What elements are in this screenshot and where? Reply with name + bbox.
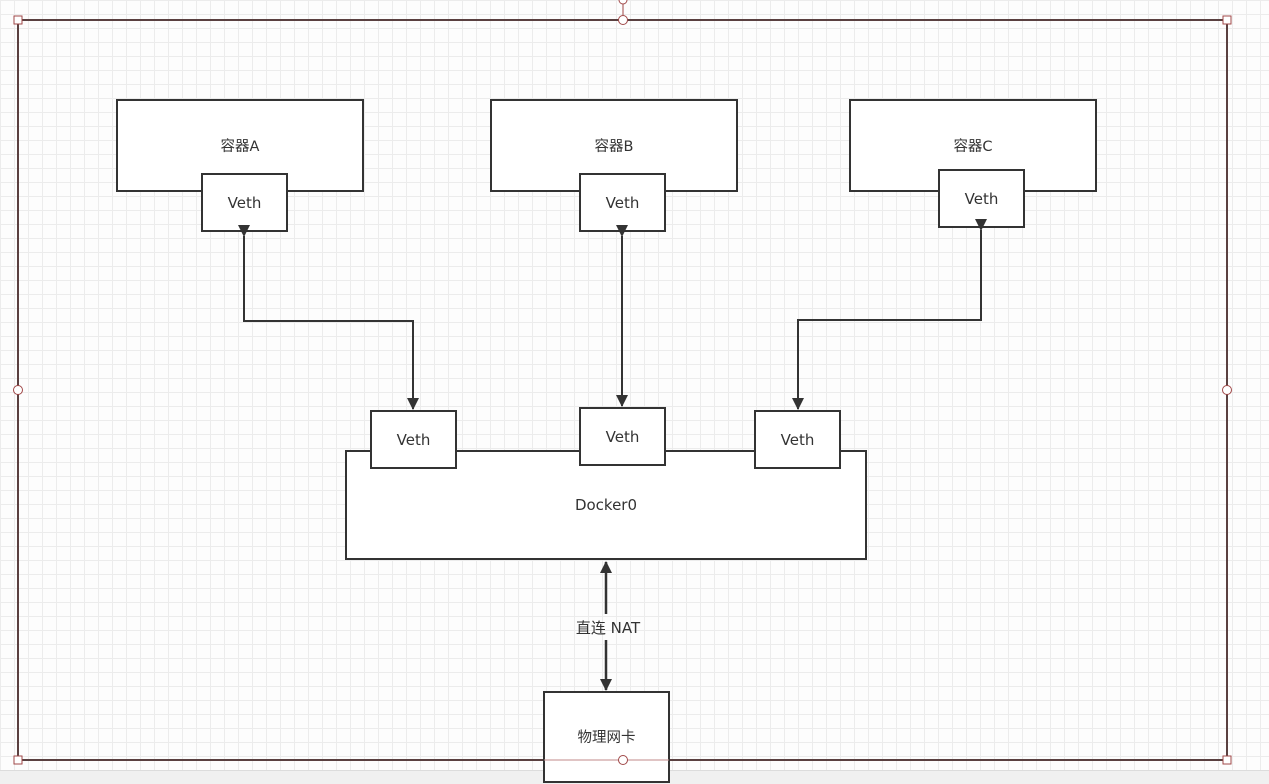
container-b-veth-label: Veth — [606, 194, 640, 212]
handle-bottom-mid-overlay[interactable] — [618, 755, 628, 765]
handle-top-mid[interactable] — [618, 15, 628, 25]
physical-nic-label: 物理网卡 — [578, 729, 636, 746]
container-a-veth-box[interactable] — [201, 173, 288, 232]
nat-link-label: 直连 NAT — [576, 619, 641, 637]
container-c-label: 容器C — [953, 138, 992, 155]
handle-left-mid[interactable] — [13, 385, 23, 395]
bridge-veth-left-box[interactable] — [370, 410, 457, 469]
physical-nic[interactable]: 物理网卡 — [543, 691, 670, 783]
handle-top-right[interactable] — [1222, 15, 1232, 25]
bridge-veth-left-label: Veth — [397, 431, 431, 449]
connector-c-to-bridge[interactable] — [792, 219, 987, 410]
bridge-veth-right-box[interactable] — [754, 410, 841, 469]
handle-bottom-left[interactable] — [13, 755, 23, 765]
container-b-label: 容器B — [595, 138, 634, 155]
handle-right-mid[interactable] — [1222, 385, 1232, 395]
container-b[interactable]: 容器B Veth — [490, 99, 738, 232]
container-a-veth-label: Veth — [228, 194, 262, 212]
handle-top-left[interactable] — [13, 15, 23, 25]
physical-nic-box[interactable] — [543, 691, 670, 783]
container-c[interactable]: 容器C Veth — [849, 99, 1097, 228]
container-c-veth-box[interactable] — [938, 169, 1025, 228]
docker0-bridge[interactable]: Docker0 Veth Veth Veth — [345, 407, 867, 560]
container-a[interactable]: 容器A Veth — [116, 99, 364, 232]
container-b-veth-box[interactable] — [579, 173, 666, 232]
container-a-label: 容器A — [221, 138, 260, 155]
selection-handles[interactable] — [13, 15, 1232, 765]
bridge-veth-mid-box[interactable] — [579, 407, 666, 466]
rotate-handle[interactable] — [618, 0, 628, 5]
container-c-veth-label: Veth — [965, 190, 999, 208]
bridge-veth-right-label: Veth — [781, 431, 815, 449]
docker0-label: Docker0 — [575, 496, 637, 514]
connector-a-to-bridge[interactable] — [238, 225, 419, 410]
bridge-veth-mid-label: Veth — [606, 428, 640, 446]
handle-bottom-right[interactable] — [1222, 755, 1232, 765]
